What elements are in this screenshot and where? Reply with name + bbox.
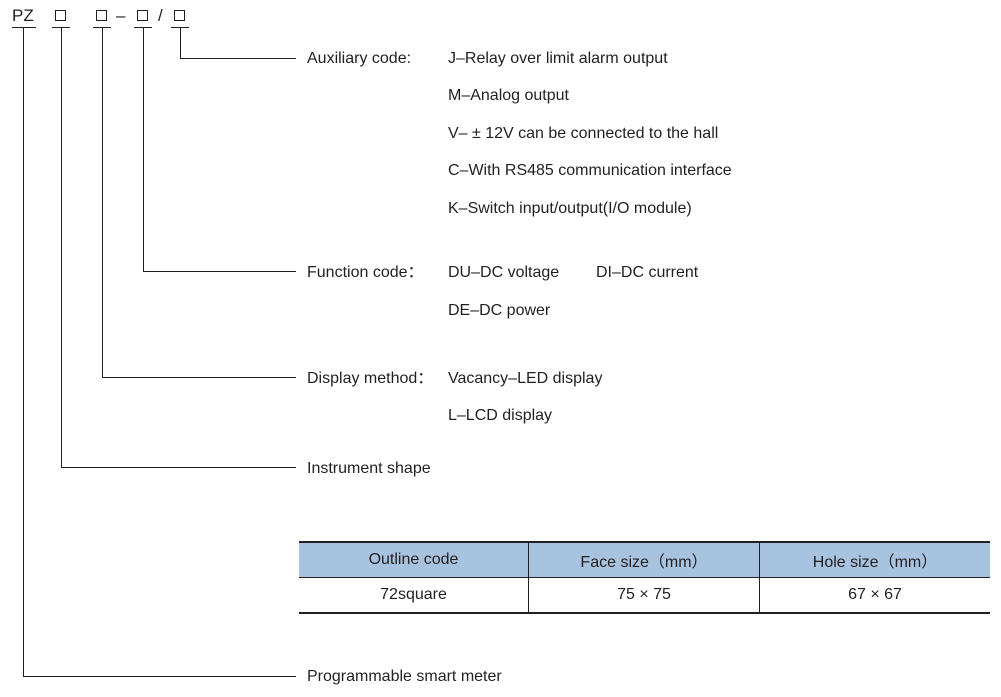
function-connector-vertical: [143, 28, 144, 272]
function-option-di: DI–DC current: [596, 264, 699, 281]
shape-connector-vertical: [61, 28, 62, 468]
auxiliary-option-k: K–Switch input/output(I/O module): [448, 200, 692, 217]
product-connector-horizontal: [23, 676, 296, 677]
auxiliary-option-c: C–With RS485 communication interface: [448, 162, 732, 179]
display-method-label: Display method：: [307, 370, 434, 387]
function-code-box: [137, 10, 148, 21]
shape-connector-horizontal: [61, 467, 296, 468]
shape-box-underline: [52, 27, 70, 28]
auxiliary-option-m: M–Analog output: [448, 87, 569, 104]
instrument-shape-label: Instrument shape: [307, 460, 431, 477]
outline-spec-table: Outline code Face size（mm） Hole size（mm）…: [299, 541, 990, 614]
auxiliary-connector-horizontal: [180, 58, 296, 59]
function-option-de: DE–DC power: [448, 302, 551, 319]
model-dash: –: [116, 6, 126, 25]
auxiliary-code-box: [174, 10, 185, 21]
display-connector-horizontal: [102, 377, 296, 378]
cell-face-size: 75 × 75: [528, 577, 760, 614]
auxiliary-option-j: J–Relay over limit alarm output: [448, 50, 668, 67]
product-connector-vertical: [23, 28, 24, 677]
prefix-underline: [12, 27, 36, 28]
function-box-underline: [134, 27, 152, 28]
shape-code-box: [55, 10, 66, 21]
header-hole-size: Hole size（mm）: [759, 541, 990, 578]
auxiliary-option-v: V– ± 12V can be connected to the hall: [448, 125, 719, 142]
table-header-row: Outline code Face size（mm） Hole size（mm）: [299, 541, 990, 578]
cell-outline-code: 72square: [299, 577, 529, 614]
function-option-du: DU–DC voltage: [448, 264, 560, 281]
auxiliary-code-label: Auxiliary code:: [307, 50, 412, 67]
auxiliary-connector-vertical: [180, 28, 181, 59]
product-label: Programmable smart meter: [307, 668, 502, 685]
display-connector-vertical: [102, 28, 103, 378]
display-option-lcd: L–LCD display: [448, 407, 553, 424]
function-connector-horizontal: [143, 271, 296, 272]
display-code-box: [96, 10, 107, 21]
table-row: 72square 75 × 75 67 × 67: [299, 577, 990, 614]
display-option-led: Vacancy–LED display: [448, 370, 603, 387]
cell-hole-size: 67 × 67: [759, 577, 990, 614]
function-code-label: Function code：: [307, 264, 424, 281]
auxiliary-box-underline: [171, 27, 189, 28]
header-face-size: Face size（mm）: [528, 541, 760, 578]
model-prefix: PZ: [12, 6, 34, 25]
display-box-underline: [93, 27, 111, 28]
header-outline-code: Outline code: [299, 541, 529, 578]
model-slash: /: [158, 6, 163, 25]
